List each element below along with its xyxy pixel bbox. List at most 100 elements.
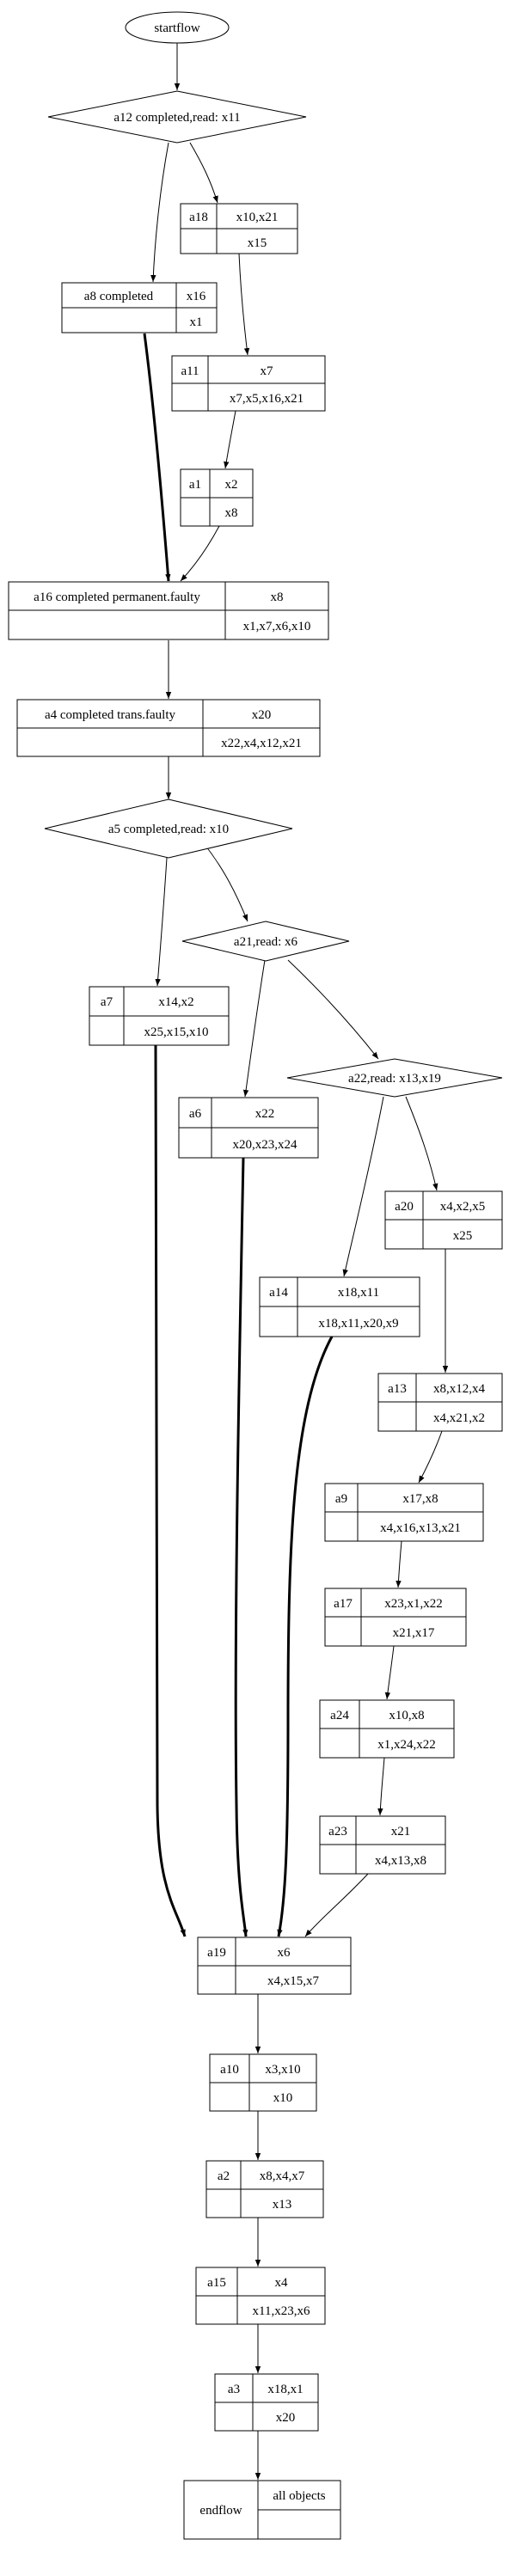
a14-top: x18,x11 [338,1286,379,1300]
a2-top: x8,x4,x7 [260,2169,305,2183]
activity-a4: a4 completed trans.faulty x20 x22,x4,x12… [16,699,321,757]
a6-bottom: x20,x23,x24 [233,1138,298,1152]
edge-d12-a18 [189,142,218,204]
a3-top: x18,x1 [267,2383,303,2396]
activity-a24: a24 x10,x8 x1,x24,x22 [319,1699,455,1759]
a19-name: a19 [207,1946,226,1960]
a11-name: a11 [181,364,199,378]
activity-a15: a15 x4 x11,x23,x6 [195,2267,326,2325]
start-node: startflow [125,11,230,44]
a6-name: a6 [189,1107,202,1121]
a16-top: x8 [271,590,284,604]
a13-name: a13 [388,1382,407,1396]
activity-a2: a2 x8,x4,x7 x13 [205,2160,324,2218]
a20-top: x4,x2,x5 [440,1200,486,1214]
a20-bottom: x25 [453,1229,473,1243]
a8-name: a8 completed [84,290,154,303]
decision-a12-label: a12 completed,read: x11 [113,111,240,125]
activity-a19: a19 x6 x4,x15,x7 [197,1937,352,1995]
a1-top: x2 [225,478,238,492]
a23-top: x21 [391,1825,411,1839]
a13-bottom: x4,x21,x2 [433,1411,485,1425]
edge-a8-a16 [143,333,171,582]
end-label: endflow [199,2504,242,2518]
edge-a14-a19 [277,1336,334,1937]
activity-a17: a17 x23,x1,x22 x21,x17 [324,1588,467,1647]
a4-name: a4 completed trans.faulty [45,708,176,722]
a7-bottom: x25,x15,x10 [144,1025,209,1039]
a11-top: x7 [261,364,274,378]
activity-a1: a1 x2 x8 [180,468,254,527]
decision-a12: a12 completed,read: x11 [47,90,307,144]
a13-top: x8,x12,x4 [433,1382,486,1396]
activity-a11: a11 x7 x7,x5,x16,x21 [171,355,326,412]
start-label: startflow [154,21,199,35]
activity-a16: a16 completed permanent.faulty x8 x1,x7,… [8,581,329,640]
end-node: endflow all objects [183,2480,341,2540]
edge-a13-a9 [418,1430,443,1484]
decision-a21-label: a21,read: x6 [234,935,298,949]
a24-bottom: x1,x24,x22 [377,1738,436,1752]
a15-top: x4 [275,2276,289,2290]
a23-bottom: x4,x13,x8 [375,1854,426,1868]
activity-a7: a7 x14,x2 x25,x15,x10 [89,986,230,1046]
edge-a17-a24 [384,1645,395,1700]
edge-a9-a17 [396,1540,402,1588]
a19-bottom: x4,x15,x7 [267,1974,320,1988]
a1-name: a1 [189,478,201,492]
end-value: all objects [273,2489,325,2503]
a24-name: a24 [330,1709,349,1722]
activity-a18: a18 x10,x21 x15 [180,203,298,254]
a16-name: a16 completed permanent.faulty [34,590,200,604]
decision-a22: a22,read: x13,x19 [286,1058,503,1098]
activity-a20: a20 x4,x2,x5 x25 [384,1190,503,1250]
activity-a10: a10 x3,x10 x10 [209,2053,317,2112]
a7-top: x14,x2 [158,995,193,1009]
a9-name: a9 [335,1492,347,1506]
a6-top: x22 [255,1107,275,1121]
a2-name: a2 [218,2169,230,2183]
decision-a21: a21,read: x6 [181,921,350,962]
a4-top: x20 [252,708,272,722]
a10-top: x3,x10 [265,2063,300,2077]
a3-name: a3 [228,2383,240,2396]
a20-name: a20 [395,1200,414,1214]
edge-a23-a19 [304,1873,369,1937]
a17-top: x23,x1,x22 [384,1597,443,1611]
activity-a3: a3 x18,x1 x20 [214,2373,319,2432]
edge-d22-a20 [405,1096,438,1191]
a18-top: x10,x21 [236,211,279,224]
a19-top: x6 [278,1946,291,1960]
a17-name: a17 [334,1597,353,1611]
a17-bottom: x21,x17 [393,1626,435,1640]
a3-bottom: x20 [276,2411,296,2425]
a9-top: x17,x8 [402,1492,438,1506]
a9-bottom: x4,x16,x13,x21 [380,1521,461,1535]
edge-a1-a16 [180,525,220,582]
a1-bottom: x8 [225,506,238,520]
a24-top: x10,x8 [389,1709,424,1722]
activity-a9: a9 x17,x8 x4,x16,x13,x21 [324,1483,484,1542]
a14-bottom: x18,x11,x20,x9 [318,1317,398,1331]
activity-a14: a14 x18,x11 x18,x11,x20,x9 [259,1276,420,1337]
edge-d21-a6 [242,959,266,1098]
edge-a6-a19 [234,1157,248,1937]
a18-bottom: x15 [248,236,267,250]
a7-name: a7 [101,995,113,1009]
a15-name: a15 [207,2276,226,2290]
activity-a6: a6 x22 x20,x23,x24 [178,1097,319,1159]
edge-d12-a8 [150,142,169,283]
edge-d21-d22 [287,959,379,1060]
a4-bottom: x22,x4,x12,x21 [221,737,302,750]
edge-a7-a19 [153,1044,187,1937]
edge-d5-a7 [155,857,168,987]
edge-a24-a23 [377,1757,385,1816]
activity-a8: a8 completed x16 x1 [61,282,218,333]
decision-a22-label: a22,read: x13,x19 [348,1072,441,1086]
a10-bottom: x10 [273,2091,293,2105]
a23-name: a23 [328,1825,347,1839]
a8-top: x16 [187,290,206,303]
activity-a23: a23 x21 x4,x13,x8 [319,1815,446,1875]
